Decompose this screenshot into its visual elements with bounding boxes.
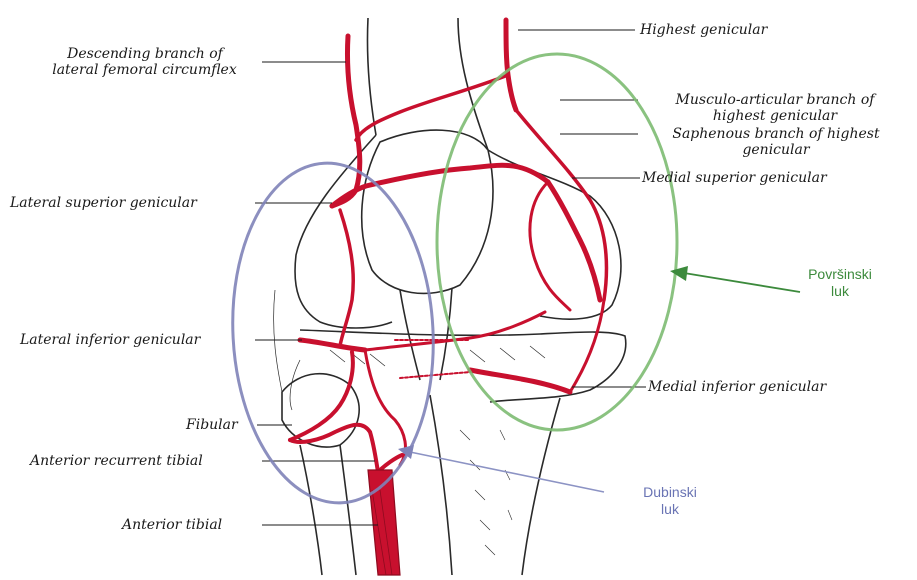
label-lateral-superior-genicular: Lateral superior genicular — [10, 195, 197, 211]
annotation-povrsinski-line1: Površinski — [785, 266, 895, 283]
superficial-arch-arrow-line — [684, 273, 800, 292]
label-musculo-articular-line2: highest genicular — [640, 108, 910, 124]
artery-medial-superior-genicular — [548, 182, 600, 300]
artery-lateral-channel — [340, 210, 353, 346]
tibia-shaft — [430, 395, 560, 575]
label-fibular: Fibular — [186, 417, 238, 433]
artery-central-branch — [365, 350, 405, 465]
annotation-povrsinski-line2: luk — [785, 283, 895, 300]
label-musculo-articular-line1: Musculo-articular branch of — [640, 92, 910, 108]
label-descending-branch-line2: lateral femoral circumflex — [32, 62, 257, 78]
fibula-shaft — [300, 445, 356, 575]
patella — [362, 130, 493, 293]
label-descending-branch-line1: Descending branch of — [40, 46, 250, 62]
tibial-shading — [460, 430, 512, 555]
superficial-arch-arrowhead — [670, 266, 688, 281]
artery-medial-superior-loop — [530, 182, 570, 310]
label-saphenous-line1: Saphenous branch of highest — [640, 126, 912, 142]
label-medial-inferior-genicular: Medial inferior genicular — [648, 379, 826, 395]
label-anterior-recurrent-tibial: Anterior recurrent tibial — [30, 453, 203, 469]
annotation-dubinski-line1: Dubinski — [620, 484, 720, 501]
artery-lateral-inferior-genicular — [300, 340, 365, 350]
artery-anterior-recurrent-tibial — [370, 432, 402, 472]
bones — [274, 18, 626, 575]
deep-arch-arrow-line — [410, 452, 604, 492]
annotation-dubinski-luk: Dubinski luk — [620, 484, 720, 518]
label-medial-superior-genicular: Medial superior genicular — [642, 170, 827, 186]
label-lateral-inferior-genicular: Lateral inferior genicular — [20, 332, 200, 348]
annotation-povrsinski-luk: Površinski luk — [785, 266, 895, 300]
label-highest-genicular: Highest genicular — [640, 22, 767, 38]
artery-medial-inferior-genicular — [470, 370, 570, 392]
annotation-dubinski-line2: luk — [620, 501, 720, 518]
label-anterior-tibial: Anterior tibial — [122, 517, 222, 533]
label-saphenous-line2: genicular — [640, 142, 912, 158]
